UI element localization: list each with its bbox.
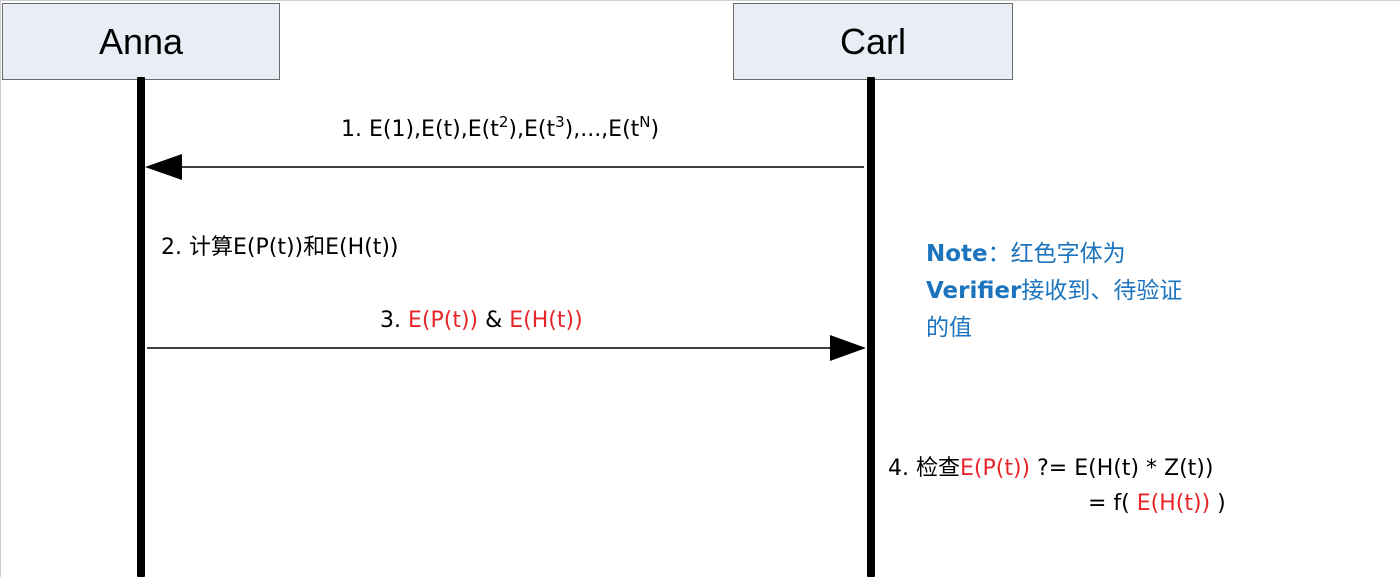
arrow-1-head	[145, 154, 182, 180]
verifier-note: Note：红色字体为 Verifier接收到、待验证 的值	[926, 236, 1256, 347]
frame-top-border	[0, 0, 1400, 1]
message-3-ep: E(P(t))	[407, 308, 479, 333]
message-3-eh: E(H(t))	[509, 308, 583, 333]
note-verifier-word: Verifier	[926, 278, 1022, 304]
frame-left-border	[0, 0, 1, 577]
message-4-label: 4. 检查E(P(t)) ?= E(H(t) * Z(t))	[888, 458, 1213, 480]
actor-anna-box: Anna	[2, 3, 280, 80]
note-line-1: Note：红色字体为	[926, 236, 1256, 273]
message-2-label: 2. 计算E(P(t))和E(H(t))	[161, 235, 399, 260]
message-3-prefix: 3.	[380, 308, 408, 333]
message-3-ampersand: &	[478, 308, 510, 333]
message-1-part-c: ),...,E(t	[564, 117, 640, 142]
message-1-part-a: 1. E(1),E(t),E(t	[341, 117, 499, 142]
actor-anna-label: Anna	[98, 20, 184, 62]
message-1-exponent-2: 2	[498, 113, 509, 131]
anna-lifeline	[137, 77, 145, 577]
note-line-2-text: 接收到、待验证	[1021, 278, 1183, 304]
message-1-part-d: )	[650, 117, 660, 142]
note-line-2: Verifier接收到、待验证	[926, 273, 1256, 310]
message-4-line-2: = f( E(H(t)) )	[1088, 493, 1226, 515]
actor-carl-label: Carl	[839, 20, 906, 62]
message-1-exponent-3: 3	[555, 113, 565, 131]
arrow-3-head	[830, 335, 866, 361]
actor-carl-box: Carl	[733, 3, 1013, 80]
message-3-label: 3. E(P(t)) & E(H(t))	[380, 310, 583, 332]
message-4-check: ?= E(H(t) * Z(t))	[1030, 456, 1214, 481]
carl-lifeline	[867, 77, 875, 577]
message-4-line-2-suffix: )	[1210, 491, 1226, 516]
message-1-part-b: ),E(t	[508, 117, 556, 142]
message-4-line-2-prefix: = f(	[1088, 491, 1137, 516]
note-line-1-text: ：红色字体为	[987, 241, 1126, 267]
message-4-prefix: 4. 检查	[888, 456, 960, 481]
note-label: Note	[926, 241, 988, 267]
note-line-3: 的值	[926, 315, 972, 341]
message-4-ep: E(P(t))	[959, 456, 1031, 481]
message-4-line-2-eh: E(H(t))	[1136, 491, 1211, 516]
message-1-label: 1. E(1),E(t),E(t2),E(t3),...,E(tN)	[341, 115, 659, 141]
message-1-exponent-n: N	[639, 113, 651, 131]
